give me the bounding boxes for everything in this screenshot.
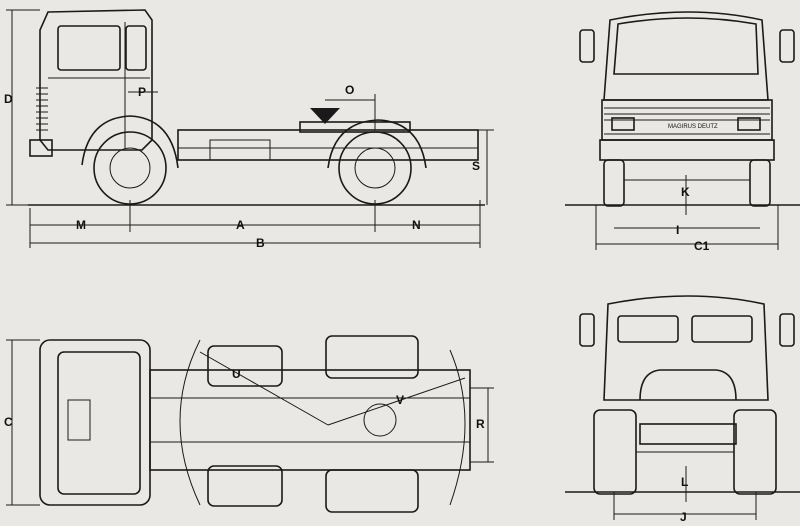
front-right-mirror [779,29,795,63]
front-left-mirror [579,29,595,63]
side-fuel-tank [209,139,271,161]
side-front-bumper [29,139,53,157]
front-left-headlight [611,117,635,131]
rear-cab-shell [603,295,769,401]
front-view: MAGIRUS DEUTZ [565,11,800,250]
top-rear-right-tyre [325,469,419,513]
label-S: S [472,159,480,173]
label-C1: C1 [694,239,710,253]
label-A: A [236,218,245,232]
label-K: K [681,185,690,199]
side-front-fender [81,115,179,169]
label-U: U [232,367,241,381]
front-grille-bars [604,107,770,135]
dim-arc-front [179,339,201,506]
side-grille [36,87,48,131]
label-D: D [4,92,13,106]
top-view [6,335,494,513]
label-B: B [256,236,265,250]
label-O: O [345,83,354,97]
side-cab [39,9,153,151]
side-chassis-frame [177,129,479,161]
label-M: M [76,218,86,232]
top-cab-roof [39,339,151,506]
side-rear-wheel [338,131,412,205]
dim-line-U [199,351,329,426]
label-P: P [138,85,146,99]
top-rear-left-tyre [325,335,419,379]
rear-left-tyre [593,409,637,495]
top-chassis [149,369,471,471]
top-cab-panel [57,351,141,495]
rear-right-tyre [733,409,777,495]
top-front-right-tyre [207,465,283,507]
side-rear-hub [354,147,396,189]
load-arrow-icon [310,108,340,124]
front-left-tyre [603,159,625,207]
side-front-hub [109,147,151,189]
side-rear-fender [327,119,427,169]
label-L: L [681,475,688,489]
front-cab-shell [603,11,769,101]
label-I: I [676,223,679,237]
top-roof-hatch [67,399,91,441]
front-windscreen [613,17,759,75]
rear-view [565,295,800,520]
top-fifth-wheel [363,403,397,437]
side-front-wheel [93,131,167,205]
label-J: J [680,510,687,524]
rear-left-mirror [579,313,595,347]
rear-right-window [691,315,753,343]
side-fifth-wheel [299,121,411,133]
front-bumper [599,139,775,161]
side-cab-window [57,25,121,71]
rear-right-mirror [779,313,795,347]
rear-axle-housing [639,423,737,445]
side-door-window [125,25,147,71]
dim-line-V [327,377,466,426]
side-view [6,9,494,248]
front-right-tyre [749,159,771,207]
label-N: N [412,218,421,232]
dim-arc-rear [449,349,466,506]
top-front-left-tyre [207,345,283,387]
label-R: R [476,417,485,431]
rear-left-window [617,315,679,343]
front-brand-badge: MAGIRUS DEUTZ [668,124,718,130]
rear-chassis-hump [639,369,737,401]
label-C: C [4,415,13,429]
front-right-headlight [737,117,761,131]
label-V: V [396,393,404,407]
